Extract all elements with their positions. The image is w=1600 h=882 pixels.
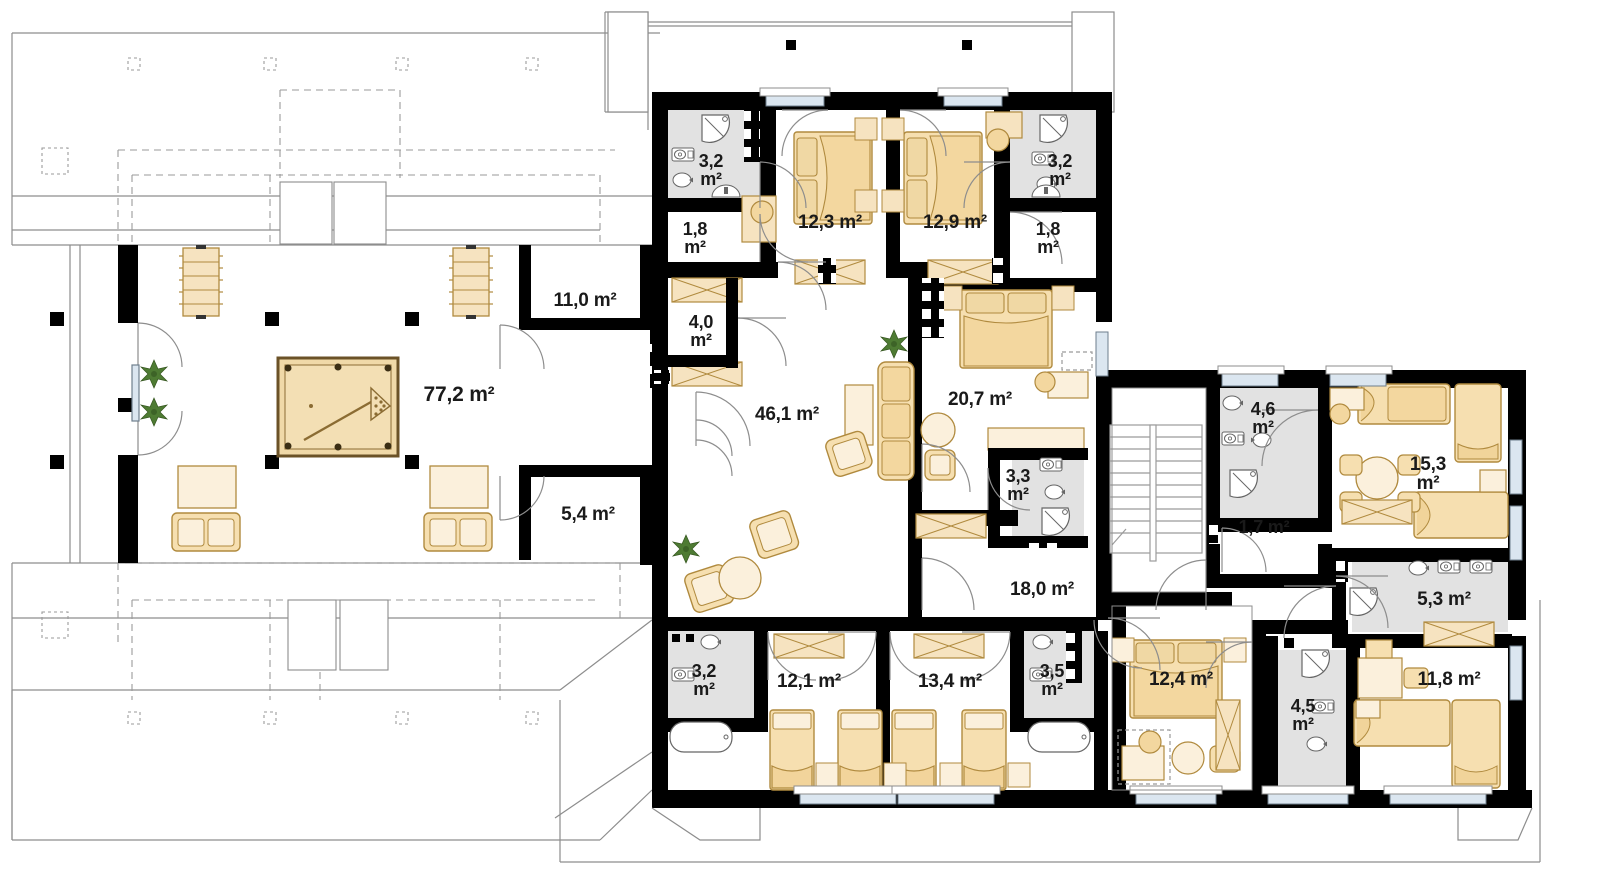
thin-room-outlines: [1111, 387, 1253, 791]
door-swings: [695, 109, 1389, 689]
nightstands-top: [854, 117, 905, 213]
glassblock-b: [992, 258, 1010, 284]
glassblock-c: [654, 370, 670, 384]
potted-plant-garage-b: [140, 397, 168, 427]
potted-plant-living-a: [880, 329, 908, 359]
potted-plant-garage-a: [140, 359, 168, 389]
bench-left: [179, 245, 223, 319]
fixtures-32-bl: [669, 634, 733, 753]
bed-118-b: [1451, 699, 1501, 789]
garage-walls: [50, 245, 419, 563]
nightstands-bottom-row: [815, 762, 1031, 788]
dashed-small-squares: [41, 57, 539, 725]
master-desk: [1034, 351, 1093, 399]
side-rooms-walls: [519, 245, 664, 565]
wall-40-v: [726, 278, 738, 368]
armchair-living-d: [924, 449, 956, 481]
master-counter: [987, 427, 1085, 451]
glassblock-46: [1206, 518, 1218, 544]
bench-right: [449, 245, 493, 319]
nightstands-124: [1111, 637, 1247, 663]
table-left: [177, 465, 237, 509]
glassblock-kitchen-wall: [922, 278, 944, 338]
wardrobe-153: [1341, 499, 1413, 525]
wall-40: [668, 355, 726, 367]
wardrobe-53: [1423, 621, 1495, 647]
glassblock-33: [1022, 538, 1064, 548]
door-54: [499, 475, 545, 521]
bed-153-b: [1454, 383, 1502, 463]
bed-124: [1129, 639, 1223, 719]
bathroom-fixtures-tl: [671, 114, 741, 198]
wardrobe-124: [1215, 699, 1241, 771]
desk-top-right: [985, 111, 1023, 152]
glassblock-53: [1336, 556, 1348, 582]
sofa-living: [877, 361, 915, 481]
windows: [759, 87, 1523, 805]
round-table-living: [718, 556, 762, 600]
garage-guides: [279, 181, 389, 671]
garage-door-left: [131, 322, 183, 456]
bed-12-9: [903, 131, 983, 225]
bathroom-fixtures-tr: [1031, 114, 1069, 198]
armchair-living-a: [825, 430, 873, 478]
glassblock-tl: [744, 110, 760, 162]
desk-top-left: [741, 195, 777, 243]
billiard-table: [276, 356, 400, 458]
door-110: [499, 324, 545, 370]
master-bed: [959, 289, 1053, 369]
bed-153-a: [1357, 383, 1451, 425]
wardrobe-121: [773, 633, 845, 659]
table-right: [429, 465, 489, 509]
sofa-left: [171, 512, 241, 552]
sofa-right: [423, 512, 493, 552]
bottom-supports: [651, 807, 1533, 841]
wardrobe-134: [913, 633, 985, 659]
fixtures-45: [1268, 638, 1335, 752]
armchair-living-b: [749, 510, 800, 559]
glassblock-a: [818, 258, 836, 284]
potted-plant-living-b: [672, 534, 700, 564]
glassblock-35: [1066, 631, 1082, 683]
desk-118: [1355, 639, 1429, 719]
terrace-columns: [786, 40, 972, 50]
desk-153: [1329, 387, 1507, 493]
staircase: [1109, 424, 1203, 562]
right-wing-partitions: [1112, 388, 1512, 800]
wardrobe-living: [915, 513, 987, 539]
side-table-living: [920, 412, 956, 448]
dining-set-153: [1339, 454, 1421, 513]
master-nightstands: [939, 285, 1075, 311]
bed-153-c: [1413, 491, 1509, 539]
